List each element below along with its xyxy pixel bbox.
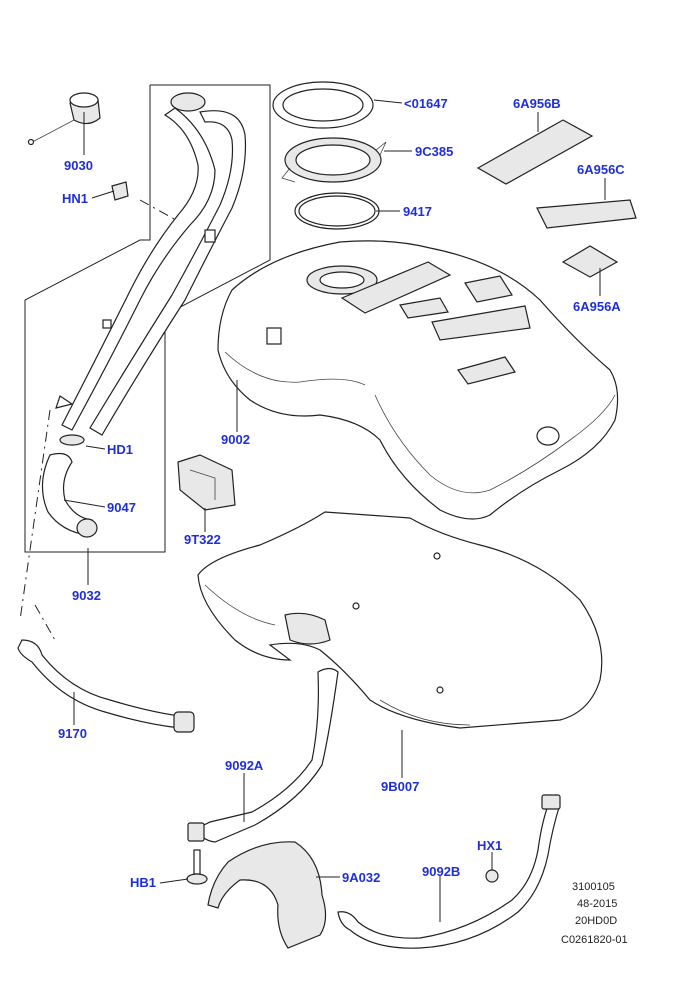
callout-01647: <01647 (404, 96, 448, 111)
info-line-3: 20HD0D (575, 915, 617, 927)
seal-01647 (272, 81, 374, 129)
callout-9t322: 9T322 (184, 532, 221, 547)
pad-6a956c (536, 199, 637, 229)
callout-9170: 9170 (58, 726, 87, 741)
callout-9002: 9002 (221, 432, 250, 447)
callout-hd1: HD1 (107, 442, 133, 457)
callout-hn1: HN1 (62, 191, 88, 206)
hose-9047 (41, 452, 98, 538)
fuel-cap (27, 92, 101, 146)
info-line-2: 48-2015 (577, 898, 617, 910)
callout-6a956a: 6A956A (573, 299, 621, 314)
bolt-hb1 (186, 849, 208, 885)
fastener-hx1 (485, 860, 499, 883)
heat-shield-9b007 (197, 511, 603, 729)
callout-6a956b: 6A956B (513, 96, 561, 111)
filler-neck-pipe (55, 92, 247, 436)
callout-9c385: 9C385 (415, 144, 453, 159)
shield-9a032 (207, 841, 327, 949)
info-block: 3100105 48-2015 20HD0D C0261820-01 (561, 881, 628, 946)
callout-9a032: 9A032 (342, 870, 380, 885)
strap-9092a (187, 667, 339, 843)
pad-6a956a (561, 245, 619, 278)
hose-9170 (17, 639, 195, 733)
callout-6a956c: 6A956C (577, 162, 625, 177)
bracket-9t322 (177, 454, 236, 511)
clip-hn1 (111, 181, 129, 201)
callout-9b007: 9B007 (381, 779, 419, 794)
callout-hb1: HB1 (130, 875, 156, 890)
callout-9092a: 9092A (225, 758, 264, 773)
locking-ring-9c385 (281, 137, 387, 183)
info-line-1: 3100105 (572, 881, 615, 893)
callout-9030: 9030 (64, 158, 93, 173)
strap-9092b (337, 794, 561, 949)
callout-hx1: HX1 (477, 838, 502, 853)
gasket-9417 (294, 192, 380, 230)
fuel-tank-9002 (217, 240, 619, 520)
pad-6a956b (476, 119, 594, 185)
callout-labels: <01647 6A956B 9030 9C385 6A956C HN1 9417… (58, 96, 625, 890)
callout-9092b: 9092B (422, 864, 460, 879)
leader-lines (63, 99, 606, 922)
callout-9032: 9032 (72, 588, 101, 603)
filler-neck-group-outline (19, 84, 271, 641)
callout-9417: 9417 (403, 204, 432, 219)
hose-clamp-hd1 (59, 434, 85, 446)
callout-9047: 9047 (107, 500, 136, 515)
info-line-4: C0261820-01 (561, 934, 628, 946)
